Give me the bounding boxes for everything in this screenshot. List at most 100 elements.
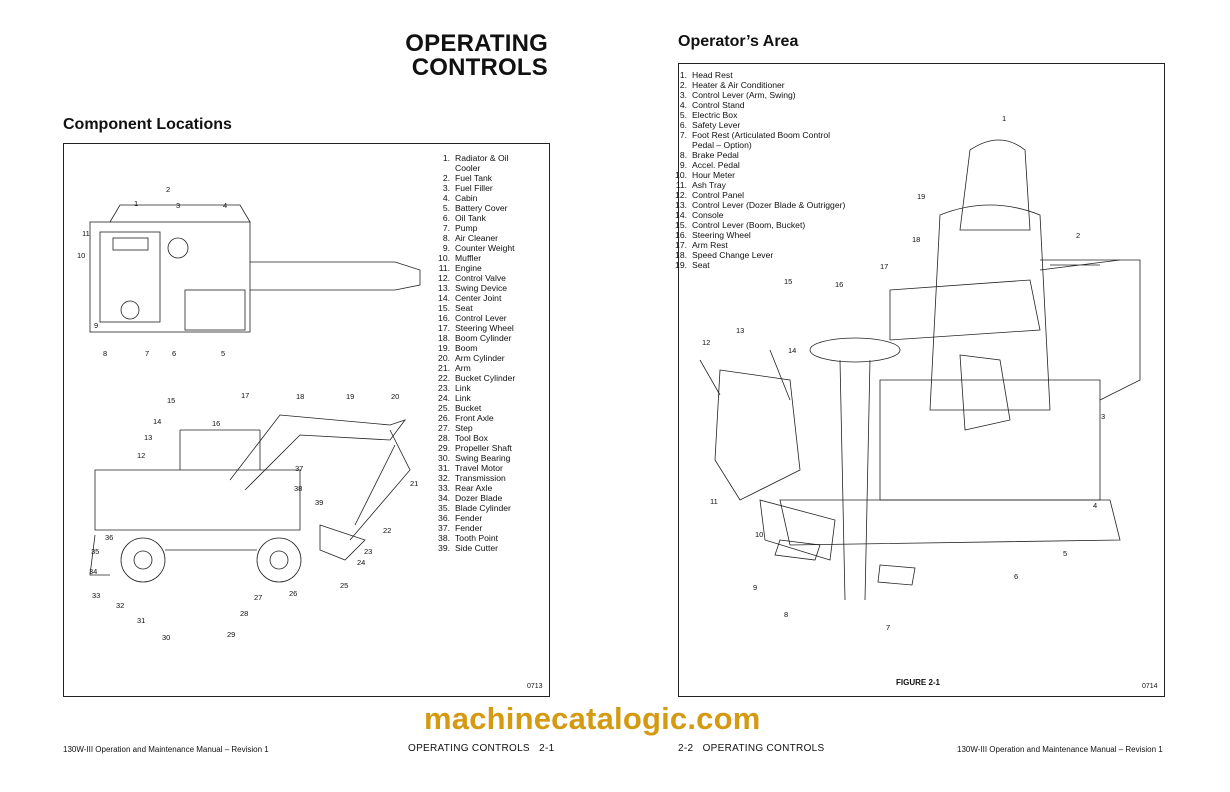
legend-item: 5.Battery Cover (433, 203, 515, 213)
legend-number: 3. (679, 90, 687, 100)
callout-number: 18 (296, 392, 305, 401)
title-line-1: OPERATING (405, 30, 548, 57)
callout-number: 23 (364, 547, 373, 556)
callout-number: 3 (176, 201, 181, 210)
legend-label: Arm Rest (692, 240, 728, 250)
legend-label: Bucket (455, 403, 482, 413)
callout-number: 3 (1101, 412, 1106, 421)
legend-label: Control Valve (455, 273, 506, 283)
legend-item: 17.Steering Wheel (433, 323, 515, 333)
legend-label: Bucket Cylinder (455, 373, 516, 383)
legend-item: 15.Seat (433, 303, 515, 313)
callout-number: 16 (835, 280, 844, 289)
legend-label: Control Stand (692, 100, 745, 110)
callout-number: 5 (221, 349, 226, 358)
legend-label: Travel Motor (455, 463, 503, 473)
callout-number: 30 (162, 633, 171, 642)
legend-item: 19.Boom (433, 343, 515, 353)
legend-item: 15.Control Lever (Boom, Bucket) (670, 220, 845, 230)
legend-label: Dozer Blade (455, 493, 503, 503)
legend-item: 28.Tool Box (433, 433, 515, 443)
legend-number: 11. (675, 180, 687, 190)
legend-number: 18. (675, 250, 687, 260)
legend-label: Steering Wheel (692, 230, 751, 240)
footer-manual-title: 130W-III Operation and Maintenance Manua… (957, 745, 1163, 754)
legend-number: 3. (442, 183, 450, 193)
legend-label: Console (692, 210, 724, 220)
legend-item: 37.Fender (433, 523, 515, 533)
callout-number: 1 (1002, 114, 1007, 123)
legend-label: Control Lever (455, 313, 507, 323)
legend-number: 2. (679, 80, 687, 90)
legend-number: 29. (438, 443, 450, 453)
legend-number: 33. (438, 483, 450, 493)
legend-number: 8. (679, 150, 687, 160)
legend-label: Control Lever (Dozer Blade & Outrigger) (692, 200, 846, 210)
legend-label: Step (455, 423, 473, 433)
figure-code: 0714 (1142, 683, 1158, 690)
callout-number: 39 (315, 498, 324, 507)
callout-number: 32 (116, 601, 125, 610)
callout-number: 35 (91, 547, 100, 556)
legend-item: 35.Blade Cylinder (433, 503, 515, 513)
legend-number: 4. (442, 193, 450, 203)
legend-number: 26. (438, 413, 450, 423)
legend-label: Engine (455, 263, 482, 273)
legend-label: Boom Cylinder (455, 333, 512, 343)
legend-label: Arm (455, 363, 471, 373)
legend-number: 37. (438, 523, 450, 533)
footer-page-number: 2-2 OPERATING CONTROLS (678, 743, 825, 754)
legend-item: 21. Arm (433, 363, 515, 373)
legend-number: 1. (442, 153, 450, 163)
legend-item: 38.Tooth Point (433, 533, 515, 543)
legend-label: Counter Weight (455, 243, 515, 253)
legend-item: 33.Rear Axle (433, 483, 515, 493)
legend-number: 21. (438, 363, 450, 373)
legend-item: 18.Boom Cylinder (433, 333, 515, 343)
legend-item: 8.Brake Pedal (670, 150, 845, 160)
legend-item: 32.Transmission (433, 473, 515, 483)
legend-label: Blade Cylinder (455, 503, 511, 513)
legend-number: 9. (442, 243, 450, 253)
legend-label: Seat (692, 260, 710, 270)
callout-number: 4 (223, 201, 228, 210)
callout-number: 24 (357, 558, 366, 567)
legend-label: Cabin (455, 193, 478, 203)
watermark: machinecatalogic.com (424, 701, 761, 736)
legend-label: Side Cutter (455, 543, 498, 553)
callout-number: 22 (383, 526, 392, 535)
legend-number: 20. (438, 353, 450, 363)
legend-item: 19.Seat (670, 260, 845, 270)
legend-item: 13.Swing Device (433, 283, 515, 293)
legend-number: 6. (679, 120, 687, 130)
legend-label: Front Axle (455, 413, 494, 423)
legend-label: Link (455, 383, 471, 393)
legend-label: Electric Box (692, 110, 738, 120)
legend-number: 39. (438, 543, 450, 553)
legend-label: Control Lever (Boom, Bucket) (692, 220, 806, 230)
legend-item: 10.Hour Meter (670, 170, 845, 180)
callout-number: 26 (289, 589, 298, 598)
figure-label: FIGURE 2-1 (896, 678, 941, 687)
callout-number: 2 (166, 185, 171, 194)
legend-number: 22. (438, 373, 450, 383)
callout-number: 6 (172, 349, 177, 358)
callout-number: 19 (346, 392, 355, 401)
legend-item: 2.Heater & Air Conditioner (670, 80, 845, 90)
callout-number: 5 (1063, 549, 1068, 558)
legend-number: 7. (679, 130, 687, 140)
excavator-side-view (89, 414, 411, 583)
legend-item: 3.Fuel Filler (433, 183, 515, 193)
legend-item: Cooler (433, 163, 515, 173)
legend-number: 15. (438, 303, 450, 313)
callout-number: 31 (137, 616, 146, 625)
legend-item: 11.Engine (433, 263, 515, 273)
footer-page-number: OPERATING CONTROLS 2-1 (408, 743, 555, 754)
callout-number: 13 (736, 326, 745, 335)
callout-number: 7 (145, 349, 150, 358)
callout-number: 12 (702, 338, 711, 347)
legend-item: 5.Electric Box (670, 110, 845, 120)
legend-label: Swing Bearing (455, 453, 511, 463)
